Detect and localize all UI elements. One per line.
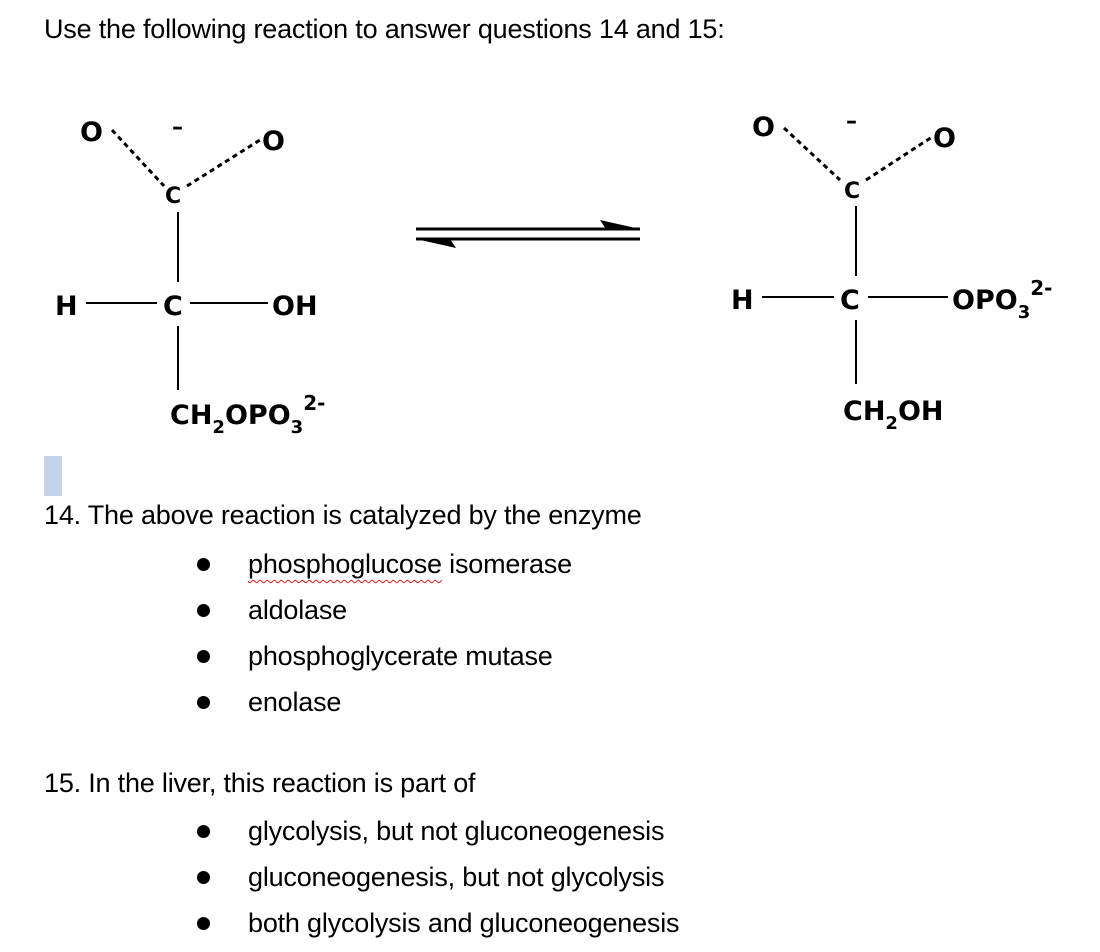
option-text: phosphoglycerate mutase	[248, 641, 553, 671]
carboxylate-oxygen-right: O	[933, 123, 956, 154]
list-item: phosphoglucose isomerase	[195, 546, 572, 592]
spellcheck-flagged-word[interactable]: phosphoglucose	[248, 549, 442, 579]
equilibrium-arrows	[416, 220, 640, 248]
phosphate-group: OPO32-	[952, 276, 1052, 323]
bullet-icon	[197, 917, 210, 930]
bullet-icon	[197, 871, 210, 884]
molecule-2-phosphoglycerate: O – O C H C OPO32- CH2OH	[731, 109, 1052, 434]
question-15-stem: 15. In the liver, this reaction is part …	[44, 768, 476, 798]
option-text: enolase	[248, 687, 342, 717]
bullet-icon	[197, 696, 210, 709]
carboxylate-oxygen-left: O	[80, 117, 103, 148]
hydroxymethyl-group: CH2OH	[843, 396, 944, 434]
resonance-bond-left	[782, 126, 842, 182]
option-text: glycolysis, but not gluconeogenesis	[248, 816, 665, 846]
hydrogen-atom: H	[55, 291, 78, 322]
reaction-diagram: O – O C H C OH CH2OPO32- O – O C H C OPO…	[55, 109, 1052, 438]
text-cursor-highlight	[44, 456, 62, 496]
list-item: both glycolysis and gluconeogenesis	[195, 905, 679, 951]
question-14-stem: 14. The above reaction is catalyzed by t…	[44, 500, 642, 530]
resonance-bond-right	[865, 135, 933, 182]
list-item: gluconeogenesis, but not glycolysis	[195, 859, 679, 905]
bullet-icon	[197, 650, 210, 663]
list-item: phosphoglycerate mutase	[195, 638, 572, 684]
bullet-icon	[197, 558, 210, 571]
alpha-carbon: C	[840, 285, 860, 316]
molecule-3-phosphoglycerate: O – O C H C OH CH2OPO32-	[55, 115, 325, 438]
forward-arrowhead	[600, 220, 640, 229]
list-item: glycolysis, but not gluconeogenesis	[195, 813, 679, 859]
bullet-icon	[197, 604, 210, 617]
alpha-carbon: C	[163, 291, 183, 322]
resonance-bond-left	[110, 128, 166, 188]
option-text: aldolase	[248, 595, 347, 625]
hydrogen-atom: H	[731, 285, 754, 316]
carboxyl-carbon: C	[844, 179, 860, 204]
option-text: gluconeogenesis, but not glycolysis	[248, 862, 665, 892]
bullet-icon	[197, 825, 210, 838]
resonance-bond-right	[186, 138, 261, 188]
carboxylate-charge: –	[172, 115, 183, 140]
instructions-text: Use the following reaction to answer que…	[44, 14, 725, 44]
phosphate-methylene-group: CH2OPO32-	[170, 391, 325, 438]
carboxyl-carbon: C	[165, 184, 181, 209]
carboxylate-oxygen-right: O	[262, 126, 285, 157]
list-item: enolase	[195, 684, 572, 730]
hydroxyl-group: OH	[272, 291, 318, 322]
question-14-options: phosphoglucose isomerase aldolase phosph…	[195, 546, 572, 730]
list-item: aldolase	[195, 592, 572, 638]
reverse-arrowhead	[416, 239, 456, 248]
option-text: isomerase	[441, 549, 572, 579]
carboxylate-charge: –	[846, 109, 857, 134]
carboxylate-oxygen-left: O	[752, 112, 775, 143]
option-text: both glycolysis and gluconeogenesis	[248, 908, 680, 938]
question-15-options: glycolysis, but not gluconeogenesis gluc…	[195, 813, 679, 951]
